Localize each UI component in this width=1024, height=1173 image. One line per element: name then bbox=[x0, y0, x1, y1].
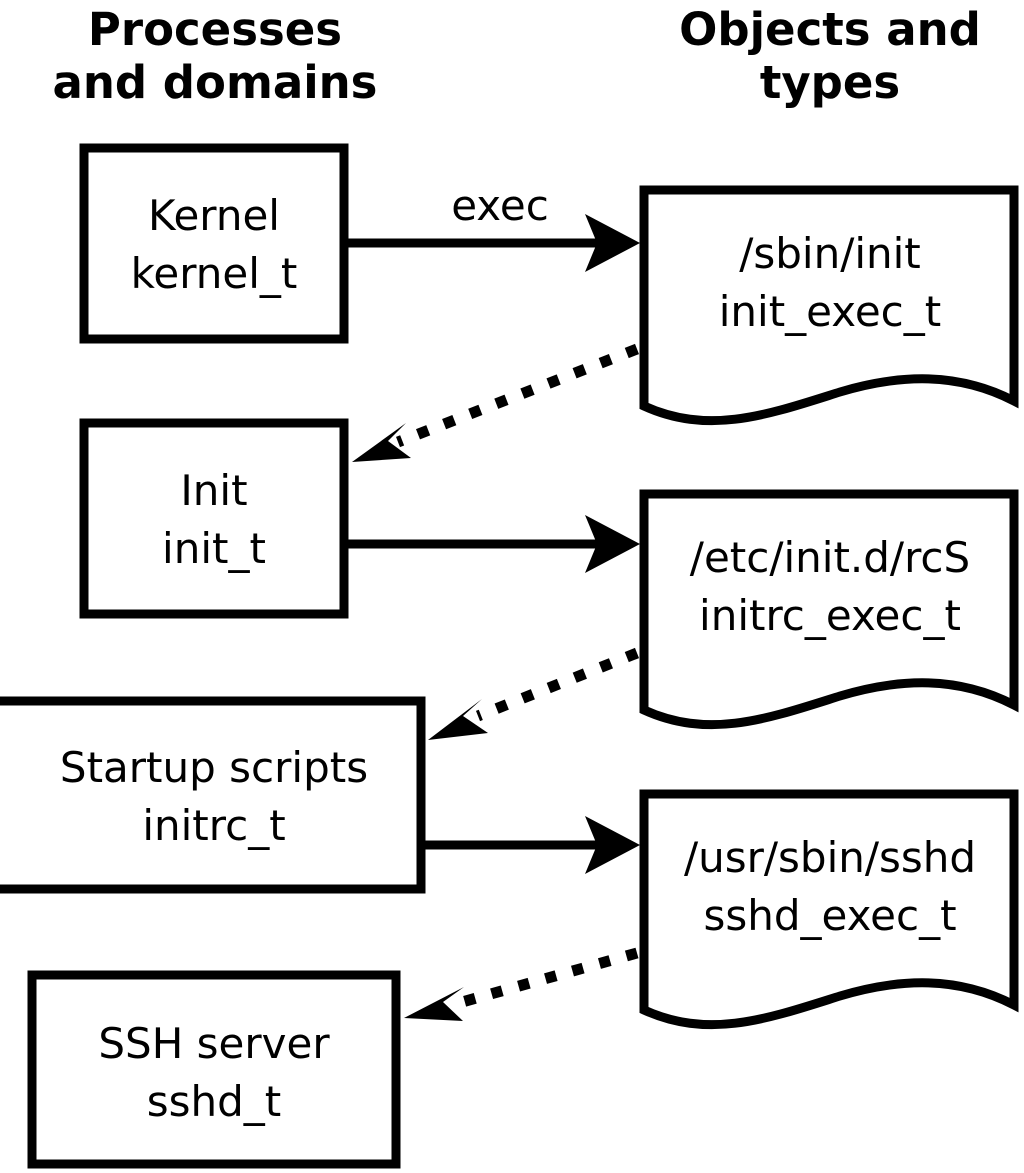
object-document-sshd-exec[interactable] bbox=[639, 789, 1019, 1030]
heading-objects-line1: Objects and bbox=[679, 3, 981, 56]
edge-label-exec: exec bbox=[451, 181, 549, 230]
edge-line-init-transition bbox=[396, 343, 639, 448]
column-heading-objects: Objects and types bbox=[679, 3, 981, 109]
process-box-sshd[interactable] bbox=[27, 970, 401, 1169]
process-node-kernel[interactable]: Kernel kernel_t bbox=[79, 143, 349, 344]
process-node-init[interactable]: Init init_t bbox=[79, 418, 349, 619]
object-type-init-exec: init_exec_t bbox=[719, 287, 942, 336]
arrowhead-kernel-exec bbox=[585, 214, 640, 272]
object-type-sshd-exec: sshd_exec_t bbox=[703, 891, 956, 940]
process-box-initrc[interactable] bbox=[0, 696, 426, 894]
arrowhead-initrc-transition bbox=[428, 699, 488, 740]
edge-init-exec-initrc-exec bbox=[348, 515, 640, 573]
object-type-initrc-exec: initrc_exec_t bbox=[699, 591, 961, 640]
edge-initrc-exec-sshd-exec bbox=[425, 816, 640, 874]
process-node-sshd[interactable]: SSH server sshd_t bbox=[27, 970, 401, 1169]
edge-line-initrc-transition bbox=[475, 647, 640, 722]
object-path-init-exec: /sbin/init bbox=[739, 229, 921, 278]
arrowhead-init-transition bbox=[352, 423, 411, 462]
heading-processes-line2: and domains bbox=[53, 56, 378, 109]
object-document-init-exec[interactable] bbox=[639, 185, 1019, 426]
heading-objects-line2: types bbox=[760, 56, 900, 109]
process-box-init[interactable] bbox=[79, 418, 349, 619]
object-document-initrc-exec[interactable] bbox=[639, 489, 1019, 730]
edge-init-exec-transition-init bbox=[352, 343, 639, 462]
edge-line-sshd-transition bbox=[453, 947, 639, 1010]
process-type-sshd: sshd_t bbox=[147, 1077, 282, 1126]
arrowhead-init-exec bbox=[585, 515, 640, 573]
arrowhead-sshd-transition bbox=[404, 987, 464, 1021]
process-type-init: init_t bbox=[162, 524, 266, 573]
arrowhead-initrc-exec bbox=[585, 816, 640, 874]
column-heading-processes: Processes and domains bbox=[53, 3, 378, 109]
process-type-kernel: kernel_t bbox=[131, 249, 298, 298]
process-name-kernel: Kernel bbox=[148, 191, 280, 240]
process-node-initrc[interactable]: Startup scripts initrc_t bbox=[0, 696, 426, 894]
object-node-sshd-exec[interactable]: /usr/sbin/sshd sshd_exec_t bbox=[639, 789, 1019, 1030]
object-node-init-exec[interactable]: /sbin/init init_exec_t bbox=[639, 185, 1019, 426]
process-type-initrc: initrc_t bbox=[142, 801, 285, 850]
process-name-init: Init bbox=[180, 466, 247, 515]
process-name-sshd: SSH server bbox=[98, 1019, 330, 1068]
process-name-initrc: Startup scripts bbox=[60, 743, 368, 792]
process-box-kernel[interactable] bbox=[79, 143, 349, 344]
edge-sshd-exec-transition-sshd bbox=[404, 947, 639, 1021]
object-path-sshd-exec: /usr/sbin/sshd bbox=[684, 833, 976, 882]
heading-processes-line1: Processes bbox=[88, 3, 342, 56]
object-path-initrc-exec: /etc/init.d/rcS bbox=[690, 533, 970, 582]
object-node-initrc-exec[interactable]: /etc/init.d/rcS initrc_exec_t bbox=[639, 489, 1019, 730]
edge-kernel-exec-init-exec: exec bbox=[348, 181, 640, 272]
edge-initrc-exec-transition-initrc bbox=[428, 647, 640, 740]
